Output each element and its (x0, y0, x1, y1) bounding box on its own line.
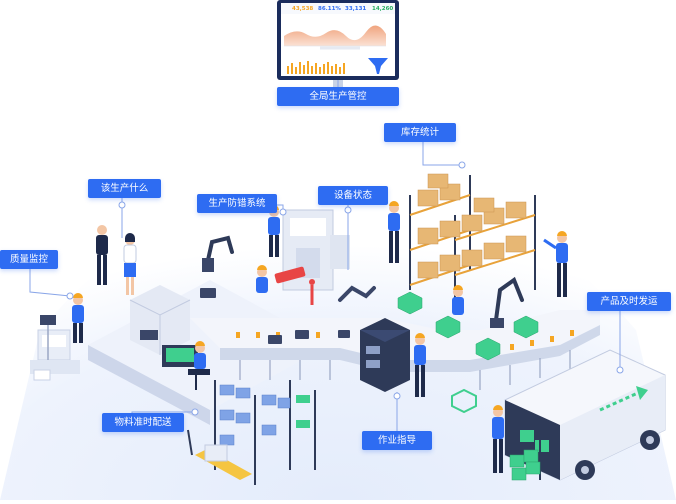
label-inventory: 库存统计 (384, 123, 456, 142)
green-crates (397, 291, 539, 414)
label-material-delivery: 物料准时配送 (102, 413, 184, 432)
worker-delivery (492, 405, 504, 473)
worker-manager (96, 225, 108, 285)
robot-arm-left (206, 235, 234, 262)
dashboard-funnel-chart (368, 58, 388, 74)
worker-warehouse (388, 201, 400, 263)
error-proof-machine (274, 209, 350, 305)
material-rack (214, 380, 316, 485)
stat-value: 86.11% (318, 6, 341, 12)
hand-cart (509, 420, 541, 481)
dashboard-area-chart (284, 25, 386, 46)
pallet-jack (187, 429, 252, 480)
label-timely-delivery: 产品及时发运 (587, 292, 671, 311)
label-work-guidance: 作业指导 (362, 431, 432, 450)
stat-value: 33,131 (345, 6, 367, 12)
label-equipment-status: 设备状态 (318, 186, 388, 205)
callout-connectors (29, 80, 624, 431)
label-global-control: 全局生产管控 (277, 87, 399, 106)
label-error-proof: 生产防错系统 (197, 194, 277, 213)
dashboard-bar-chart (287, 61, 345, 74)
worker-crates (452, 285, 464, 315)
label-quality-monitoring: 质量监控 (0, 250, 58, 269)
processing-machine (129, 285, 198, 367)
worker-quality (72, 293, 84, 343)
guidance-machine (360, 318, 410, 392)
stat-value: 43,538 (292, 6, 314, 12)
warehouse-shelves (409, 173, 536, 305)
worker-assistant (123, 233, 137, 295)
robot-arm-center (338, 285, 376, 302)
dashboard-monitor (277, 0, 399, 87)
robot-arm-right (494, 276, 524, 322)
label-what-to-produce: 该生产什么 (88, 179, 161, 198)
stat-value: 14,260 (372, 6, 394, 12)
worker-inventory (543, 231, 568, 297)
worker-guidance (414, 333, 426, 397)
quality-station (30, 315, 80, 381)
worker-line (256, 265, 268, 293)
worker-operator (188, 341, 210, 390)
